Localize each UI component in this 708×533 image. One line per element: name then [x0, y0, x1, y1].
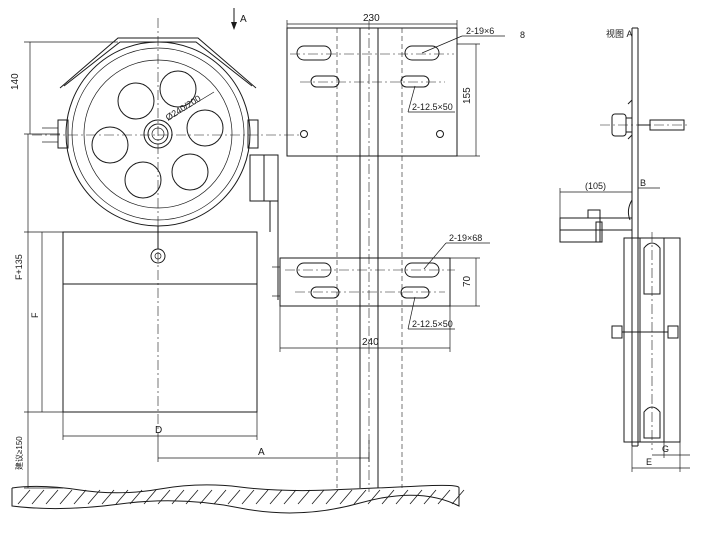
slot-small-bottom-label: 2-12.5×50 — [412, 319, 453, 329]
callout-slot-top: 2-19×6 — [421, 26, 505, 54]
weight-box — [62, 226, 258, 413]
dim-d-label: D — [155, 425, 162, 436]
dim-a-label: A — [258, 447, 265, 458]
view-a-title: 视图 A — [606, 28, 633, 39]
dim-b-label: B — [640, 178, 646, 188]
callout-slot-bottom: 2-19×68 — [423, 233, 490, 270]
sheet-mark: 8 — [520, 30, 525, 40]
slot-top-label: 2-19×6 — [466, 26, 494, 36]
dimension-f: F — [30, 232, 43, 412]
dimension-70: 70 — [450, 257, 480, 307]
lower-mount-plate — [279, 257, 455, 307]
dim-f-label: F — [30, 312, 40, 318]
support-bracket — [249, 154, 280, 300]
ground-hatching — [11, 484, 465, 514]
upper-mount-plate — [286, 27, 458, 157]
dimension-d: D — [62, 412, 258, 440]
dimension-140: 140 — [10, 41, 118, 135]
dimension-a: A — [157, 432, 370, 462]
dim-g-label: G — [662, 444, 669, 454]
callout-slot-small-top: 2-12.5×50 — [407, 85, 455, 113]
dimension-155: 155 — [457, 43, 480, 157]
dim-70-label: 70 — [462, 275, 473, 287]
side-axle — [600, 113, 690, 137]
dimension-min150: 建议≥150 — [14, 412, 63, 489]
dim-min150-label: 建议≥150 — [14, 436, 24, 470]
dim-230-label: 230 — [363, 13, 380, 24]
dim-140-label: 140 — [10, 73, 21, 90]
slot-small-top-label: 2-12.5×50 — [412, 102, 453, 112]
dim-155-label: 155 — [462, 87, 473, 104]
side-weight-frame — [611, 232, 681, 450]
axle-bearings — [42, 119, 259, 149]
sheave-wheel — [65, 41, 251, 227]
dimension-g: G — [652, 442, 690, 458]
dim-105-label: (105) — [585, 181, 606, 191]
dimension-b: B — [638, 178, 660, 189]
view-arrow-label: A — [240, 14, 247, 25]
dimension-f135: F+135 — [14, 134, 63, 413]
callout-slot-small-bottom: 2-12.5×50 — [407, 296, 455, 330]
dim-e-label: E — [646, 457, 652, 467]
dimension-e: E — [631, 446, 690, 472]
mast-post — [336, 20, 403, 492]
dim-f135-label: F+135 — [14, 254, 24, 280]
side-bracket — [559, 199, 633, 243]
dimension-230: 230 — [286, 13, 458, 28]
view-arrow-a: A — [231, 8, 247, 30]
dim-240-label: 240 — [362, 337, 379, 348]
wheel-diameter-label: Ø240/200 — [164, 93, 203, 122]
slot-bottom-label: 2-19×68 — [449, 233, 482, 243]
dimension-105: (105) — [559, 181, 632, 218]
side-mast-plate — [627, 27, 639, 447]
